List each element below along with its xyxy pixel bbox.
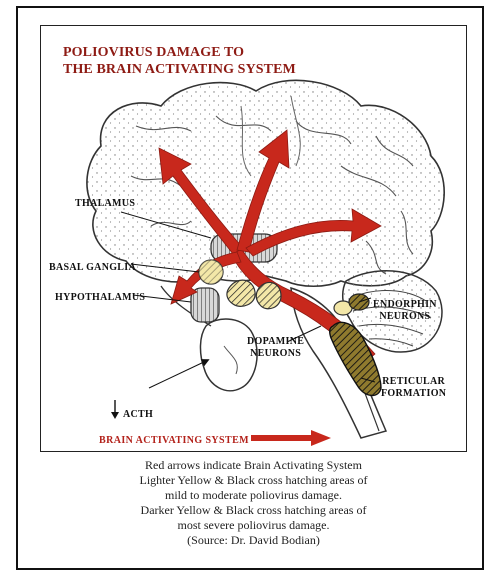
label-dopamine-line-2: NEURONS bbox=[247, 348, 304, 360]
caption-line-1: Red arrows indicate Brain Activating Sys… bbox=[40, 458, 467, 473]
caption-line-5: most severe poliovirus damage. bbox=[40, 518, 467, 533]
label-endorphin-neurons: ENDORPHIN NEURONS bbox=[373, 299, 437, 323]
label-endorphin-line-2: NEURONS bbox=[373, 311, 437, 323]
caption-line-3: mild to moderate poliovirus damage. bbox=[40, 488, 467, 503]
label-dopamine-line-1: DOPAMINE bbox=[247, 336, 304, 348]
caption-line-2: Lighter Yellow & Black cross hatching ar… bbox=[40, 473, 467, 488]
label-hypothalamus: HYPOTHALAMUS bbox=[55, 292, 145, 304]
label-reticular-line-1: RETICULAR bbox=[381, 376, 446, 388]
legend-label: BRAIN ACTIVATING SYSTEM bbox=[99, 435, 249, 446]
brain-diagram: POLIOVIRUS DAMAGE TO THE BRAIN ACTIVATIN… bbox=[40, 25, 467, 452]
light-damage-region bbox=[227, 280, 281, 309]
label-acth: ACTH bbox=[123, 409, 153, 421]
label-reticular-formation: RETICULAR FORMATION bbox=[381, 376, 446, 400]
caption-line-4: Darker Yellow & Black cross hatching are… bbox=[40, 503, 467, 518]
figure-caption: Red arrows indicate Brain Activating Sys… bbox=[40, 458, 467, 548]
diagram-title: POLIOVIRUS DAMAGE TO THE BRAIN ACTIVATIN… bbox=[63, 44, 296, 78]
title-line-1: POLIOVIRUS DAMAGE TO bbox=[63, 44, 296, 61]
caption-line-6: (Source: Dr. David Bodian) bbox=[40, 533, 467, 548]
label-reticular-line-2: FORMATION bbox=[381, 388, 446, 400]
legend-arrow bbox=[251, 430, 331, 446]
label-basal-ganglia: BASAL GANGLIA bbox=[49, 262, 136, 274]
label-thalamus: THALAMUS bbox=[75, 198, 135, 210]
label-endorphin-line-1: ENDORPHIN bbox=[373, 299, 437, 311]
basal-ganglia-region bbox=[199, 260, 223, 284]
label-dopamine-neurons: DOPAMINE NEURONS bbox=[247, 336, 304, 360]
acth-arrow bbox=[111, 400, 119, 419]
title-line-2: THE BRAIN ACTIVATING SYSTEM bbox=[63, 61, 296, 78]
